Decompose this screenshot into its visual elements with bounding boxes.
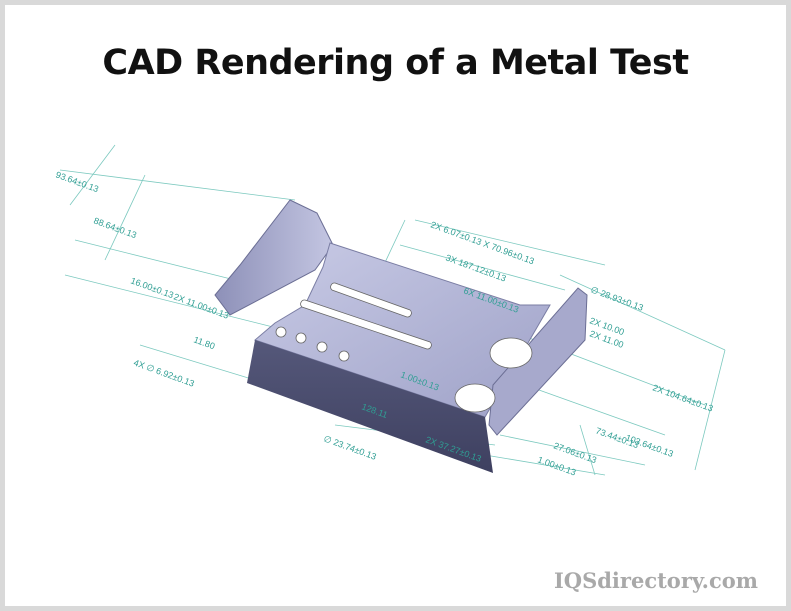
dim-label: 11.80	[192, 334, 216, 351]
dim-label: 93.64±0.13	[54, 169, 100, 194]
front-wall	[247, 340, 493, 473]
left-flange	[214, 199, 334, 316]
dim-label: ∅ 23.74±0.13	[322, 433, 377, 461]
cad-drawing: 93.64±0.13 88.64±0.13 16.00±0.13 2X 11.0…	[54, 144, 726, 478]
right-flange	[488, 287, 588, 436]
dim-label: 3X 187.12±0.13	[444, 252, 507, 283]
slots	[300, 282, 432, 350]
site-logo: IQSdirectory.com	[553, 568, 758, 593]
page-title: CAD Rendering of a Metal Test	[102, 43, 689, 83]
dim-label: 1.00±0.13	[536, 454, 577, 477]
dim-label: 88.64±0.13	[92, 215, 138, 240]
holes	[275, 326, 533, 413]
dim-label: ∅ 28.93±0.13	[589, 284, 644, 312]
dim-label: 4X ∅ 6.92±0.13	[132, 357, 195, 388]
dim-label: 2X 104.64±0.13	[651, 382, 714, 413]
metal-part	[214, 199, 588, 473]
